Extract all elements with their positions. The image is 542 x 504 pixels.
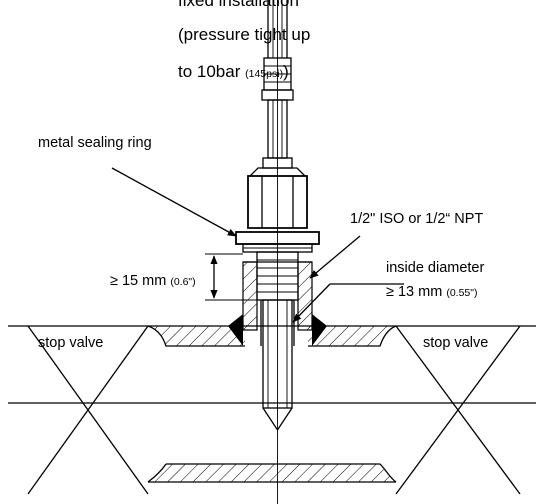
inside-diameter-title: inside diameter <box>386 260 484 276</box>
sealing-ring-label: metal sealing ring <box>38 135 152 151</box>
pipe-section <box>8 325 536 495</box>
inside-diameter-value: ≥ 13 mm (0.55") <box>386 284 478 300</box>
weld-right <box>312 314 327 346</box>
thread-label: 1/2" ISO or 1/2“ NPT <box>350 211 483 227</box>
leader-lines <box>111 167 404 323</box>
stop-valve-right-label: stop valve <box>423 335 488 351</box>
install-note-line2: (pressure tight up <box>178 25 310 44</box>
install-note-line1: fixed installation <box>178 0 299 10</box>
stop-valve-left-label: stop valve <box>38 335 103 351</box>
depth-dimension <box>205 253 257 301</box>
weld-left <box>228 314 243 346</box>
depth-label: ≥ 15 mm (0.6") <box>110 273 196 289</box>
install-note-line3: to 10bar (145psi)) <box>178 62 289 81</box>
